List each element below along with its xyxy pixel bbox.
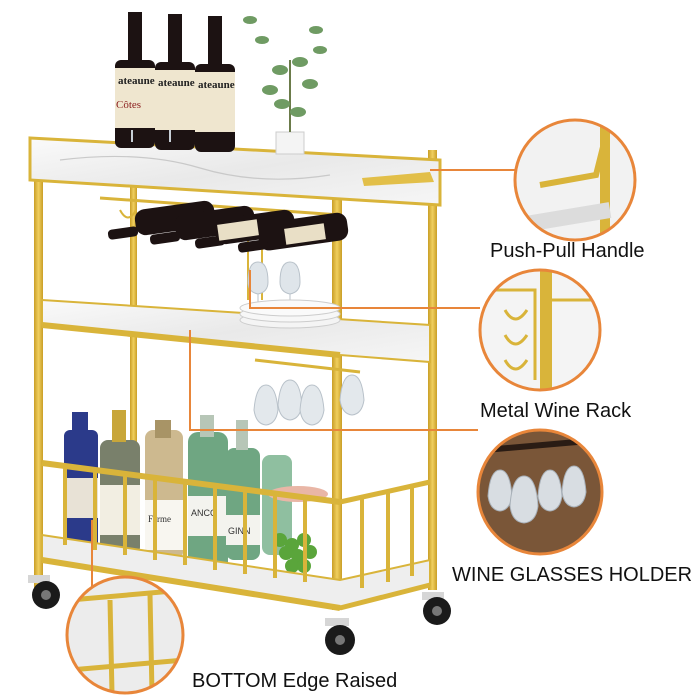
- top-tray: [28, 136, 442, 207]
- handle-closeup-icon: [513, 118, 637, 242]
- wine-rack-closeup-icon: [478, 268, 602, 392]
- top-bottles: ateaune ateaune ateaune Côtes: [115, 12, 235, 152]
- callout-lines: [91, 169, 515, 600]
- top-bottle-label-2: ateaune: [158, 77, 195, 89]
- back-left-post: [130, 150, 137, 450]
- bottom-edge-closeup-icon: [65, 575, 185, 695]
- potted-plant: [243, 16, 327, 155]
- push-pull-handle: [362, 172, 434, 186]
- caster-wheels: [28, 575, 451, 655]
- front-right-post: [332, 170, 342, 610]
- bottle-label-text-3: GINN: [228, 526, 251, 536]
- grapes: [273, 533, 317, 573]
- top-bottle-label-1: ateaune: [118, 75, 155, 87]
- middle-shelf: [41, 298, 431, 364]
- top-bottle-sublabel: Côtes: [116, 99, 141, 111]
- hanging-glasses-upper: [247, 261, 301, 308]
- bar-cart: Ferme ANCO GINN: [28, 12, 451, 655]
- front-left-post: [34, 140, 43, 600]
- back-right-post: [428, 150, 437, 590]
- wine-glasses-holder: [253, 358, 365, 426]
- bottom-bottles: Ferme ANCO GINN: [64, 410, 328, 573]
- callout-label-wine-rack: Metal Wine Rack: [480, 400, 632, 422]
- bottle-label-text-1: Ferme: [148, 514, 171, 524]
- callout-label-handle: Push-Pull Handle: [490, 240, 645, 262]
- glass-holder-closeup-icon: [476, 428, 604, 556]
- callout-label-glass-holder: WINE GLASSES HOLDER: [452, 564, 693, 586]
- bottle-label-text-2: ANCO: [191, 508, 217, 518]
- bottom-tray: [41, 460, 431, 611]
- plates: [239, 299, 341, 329]
- callout-label-bottom-edge: BOTTOM Edge Raised: [192, 670, 398, 692]
- top-bottle-label-3: ateaune: [198, 79, 235, 91]
- rack-bottles: [107, 200, 349, 253]
